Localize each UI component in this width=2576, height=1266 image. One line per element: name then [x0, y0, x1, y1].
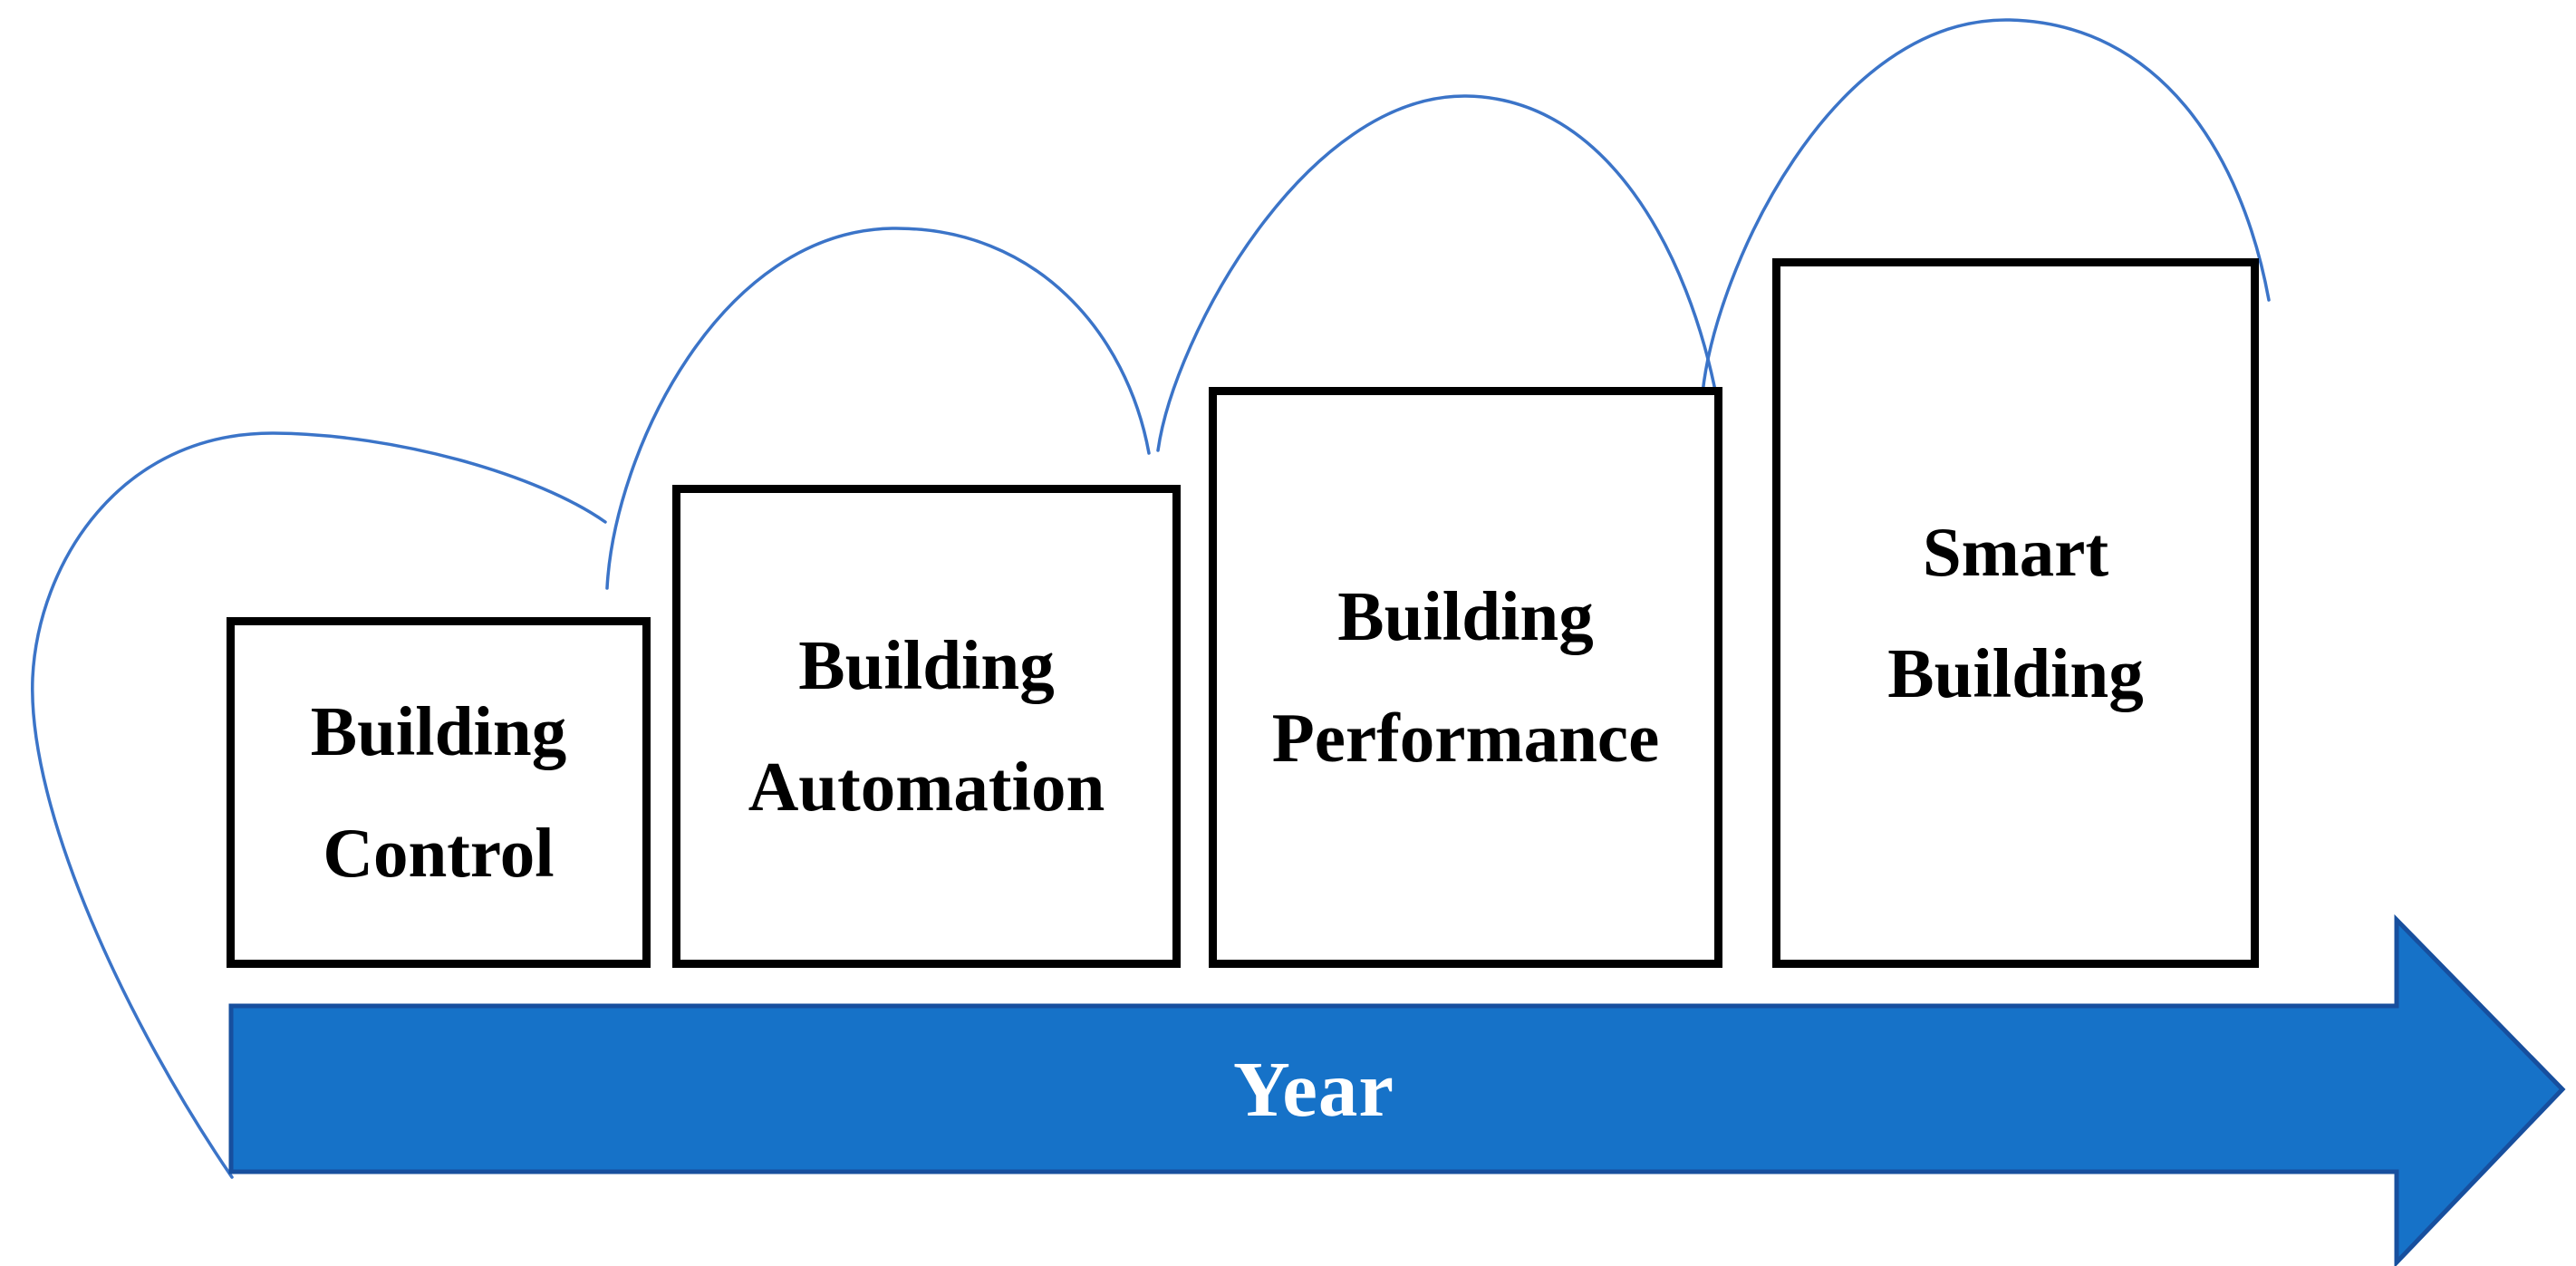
- stage-label-line: Smart: [1922, 512, 2109, 591]
- growth-arc-4-icon: [1701, 18, 2271, 395]
- year-axis-label: Year: [1233, 1045, 1394, 1133]
- stage-box-building-automation: Building Automation: [672, 485, 1181, 968]
- stage-label-line: Control: [323, 813, 555, 892]
- stage-box-building-control: Building Control: [227, 617, 651, 968]
- growth-arc-1-icon: [31, 431, 607, 1179]
- stage-box-smart-building: Smart Building: [1772, 258, 2259, 968]
- stage-label-line: Building: [798, 625, 1055, 704]
- stage-label-line: Automation: [748, 747, 1105, 826]
- growth-arc-2-icon: [605, 227, 1151, 590]
- stage-label-line: Building: [1337, 576, 1594, 655]
- stage-label-line: Building: [1887, 633, 2144, 712]
- stage-label-line: Building: [310, 691, 567, 770]
- year-timeline-arrow-icon: [228, 913, 2566, 1266]
- stage-box-building-performance: Building Performance: [1209, 387, 1722, 968]
- stage-label-line: Performance: [1271, 698, 1660, 777]
- growth-arc-3-icon: [1156, 94, 1719, 452]
